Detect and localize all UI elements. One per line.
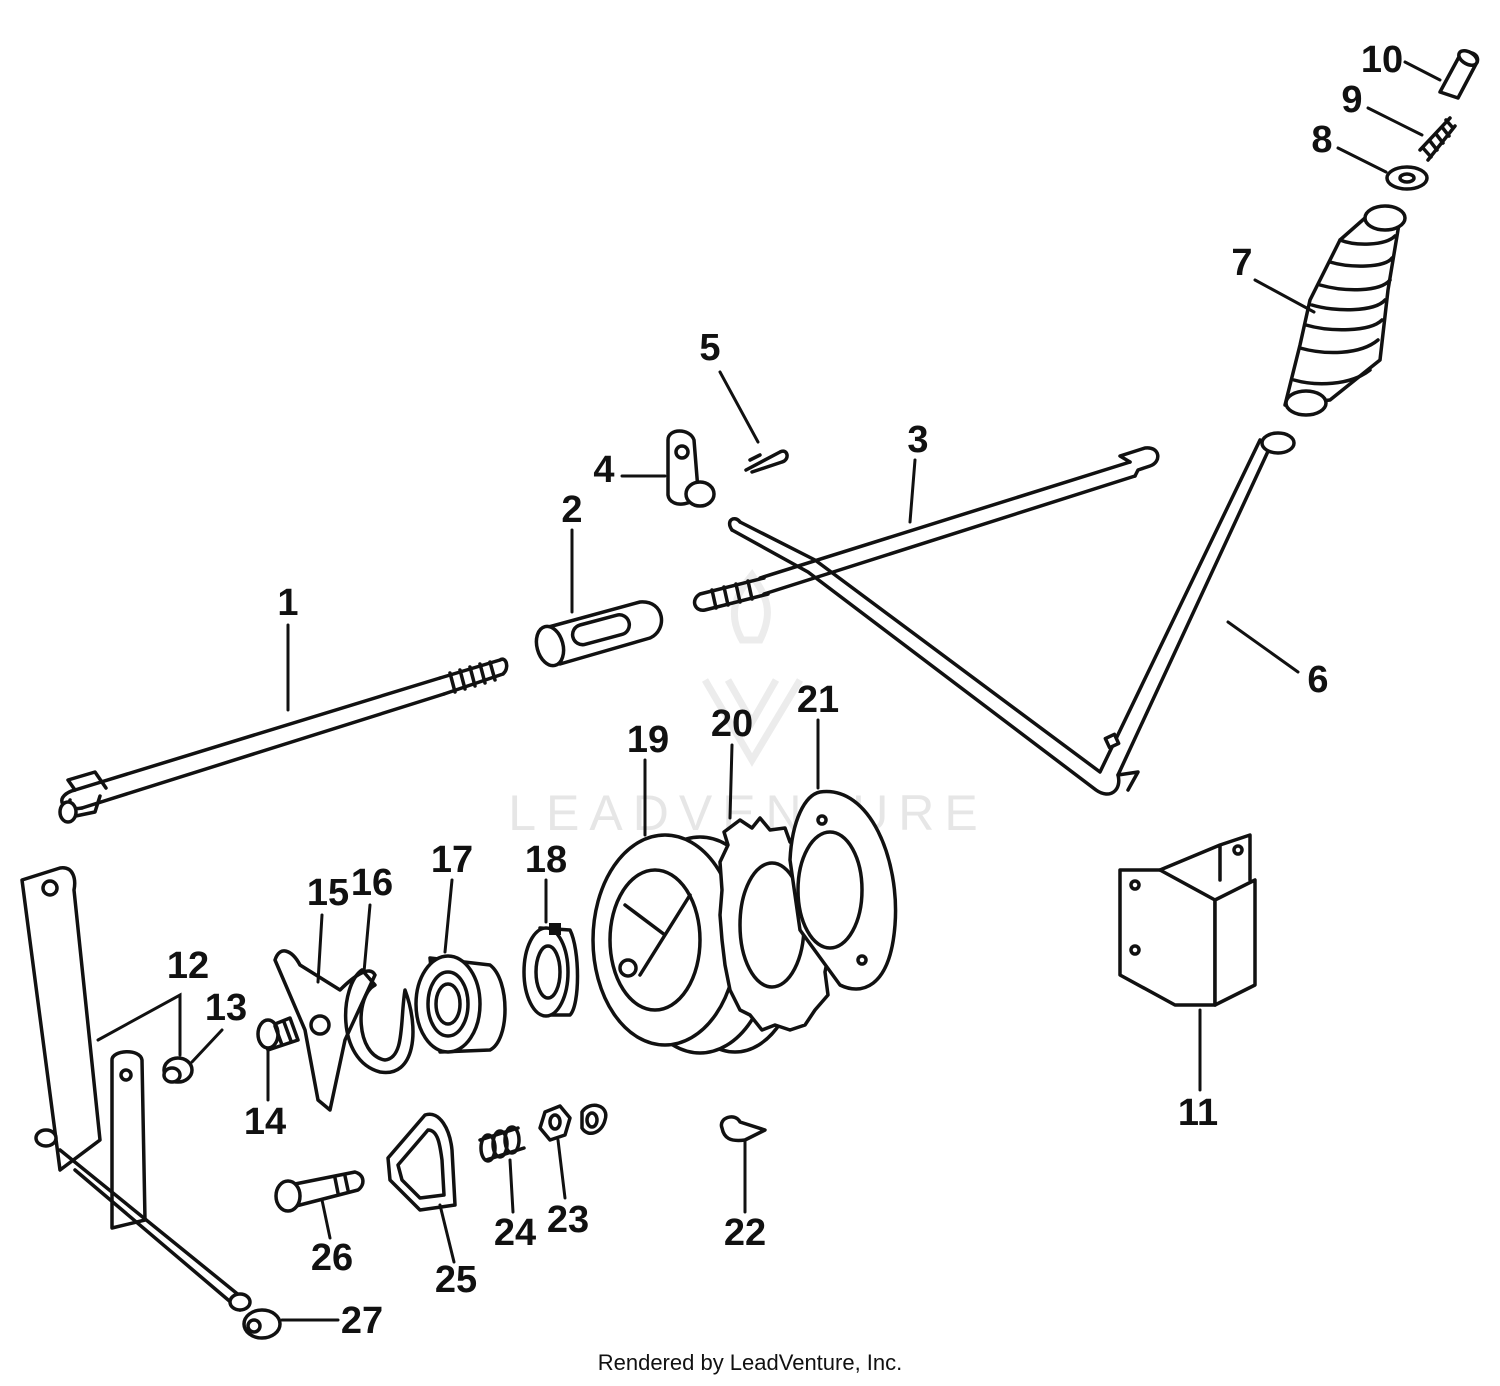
callout-20: 20 [711,703,753,745]
callout-21: 21 [797,679,839,721]
callout-16: 16 [351,862,393,904]
callout-9: 9 [1341,79,1362,121]
part-26-bolt [274,1170,365,1213]
callout-1: 1 [277,582,298,624]
part-10-pin [1438,49,1480,100]
part-11-bracket [1118,833,1257,1007]
part-7-grip [1283,204,1407,417]
part-6-lever [727,431,1296,796]
callout-17: 17 [431,839,473,881]
callout-13: 13 [205,987,247,1029]
render-credit: Rendered by LeadVenture, Inc. [597,1350,903,1375]
callout-3: 3 [907,419,928,461]
callout-22: 22 [724,1212,766,1254]
watermark-logo-icon [701,678,804,767]
callout-14: 14 [244,1101,286,1143]
callout-8: 8 [1311,119,1332,161]
part-4-clevis [666,429,716,508]
callout-19: 19 [627,719,669,761]
callout-12: 12 [167,945,209,987]
part-23-nuts [538,1103,608,1142]
callout-6: 6 [1307,659,1328,701]
callout-24: 24 [494,1212,536,1254]
callout-4: 4 [593,449,614,491]
leader-lines [96,60,1442,1322]
callout-26: 26 [311,1237,353,1279]
callout-5: 5 [699,327,720,369]
part-14-bushing [256,1016,300,1052]
part-8-washer [1385,165,1429,191]
callout-10: 10 [1361,39,1403,81]
part-2-coupler [534,600,664,668]
part-22-clip [719,1115,767,1143]
callout-labels: 1 2 3 4 5 6 7 8 9 10 11 12 13 14 15 16 1… [167,39,1403,1342]
callout-25: 25 [435,1259,477,1301]
part-21-plate [788,789,898,991]
callout-23: 23 [547,1199,589,1241]
part-18-collar [522,923,580,1018]
callout-18: 18 [525,839,567,881]
part-9-spring [1418,116,1457,162]
part-24-spring [478,1125,526,1163]
part-13-nut [162,1056,194,1084]
part-27-collar [242,1308,282,1340]
part-3-rod [692,446,1160,612]
callout-11: 11 [1178,1092,1218,1134]
part-16-snap-ring [343,968,415,1075]
part-25-cam-block [386,1112,457,1212]
callout-15: 15 [307,872,349,914]
callout-27: 27 [341,1300,383,1342]
callout-2: 2 [561,489,582,531]
part-12-lever-arms [20,866,252,1312]
part-1-rod [58,657,509,824]
part-5-hair-pin [744,449,789,474]
part-17-bearing [414,954,507,1054]
watermark-flame-icon [730,569,771,644]
callout-7: 7 [1231,242,1252,284]
